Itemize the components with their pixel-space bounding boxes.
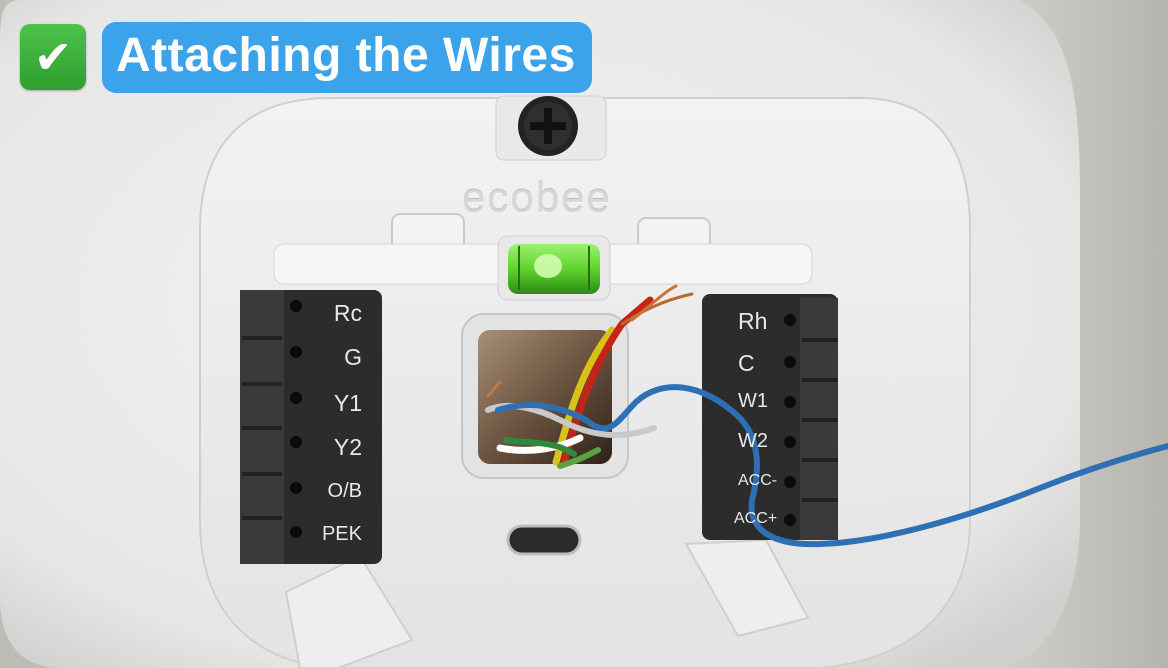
terminal-label-c: C — [738, 350, 755, 376]
terminal-label-rh: Rh — [738, 308, 768, 334]
check-glyph: ✔ — [33, 30, 73, 84]
terminal-label-y1: Y1 — [333, 390, 362, 416]
mounting-screw — [518, 96, 578, 156]
terminal-label-acc-minus: ACC- — [738, 472, 778, 489]
right-terminal-block — [702, 294, 838, 540]
left-terminal-block — [240, 290, 382, 564]
terminal-label-acc-plus: ACC+ — [734, 510, 778, 527]
title-label: Attaching the Wires — [102, 21, 592, 93]
terminal-label-g: G — [344, 344, 362, 370]
terminal-label-y2: Y2 — [333, 434, 362, 460]
terminal-label-w1: W1 — [738, 390, 768, 412]
bubble-level — [497, 235, 611, 301]
title-overlay: ✔ Attaching the Wires — [20, 18, 592, 96]
thermostat-wires — [485, 284, 1168, 548]
bottom-foot-right — [684, 538, 810, 638]
terminal-label-pek: PEK — [321, 523, 362, 545]
terminal-label-ob: O/B — [327, 480, 362, 502]
lower-mount-slot — [506, 524, 582, 556]
terminal-label-w2: W2 — [738, 430, 768, 452]
terminal-label-rc: Rc — [333, 300, 362, 326]
check-mark-icon: ✔ — [20, 24, 86, 90]
ecobee-brand-logo: ecobee — [462, 174, 612, 221]
